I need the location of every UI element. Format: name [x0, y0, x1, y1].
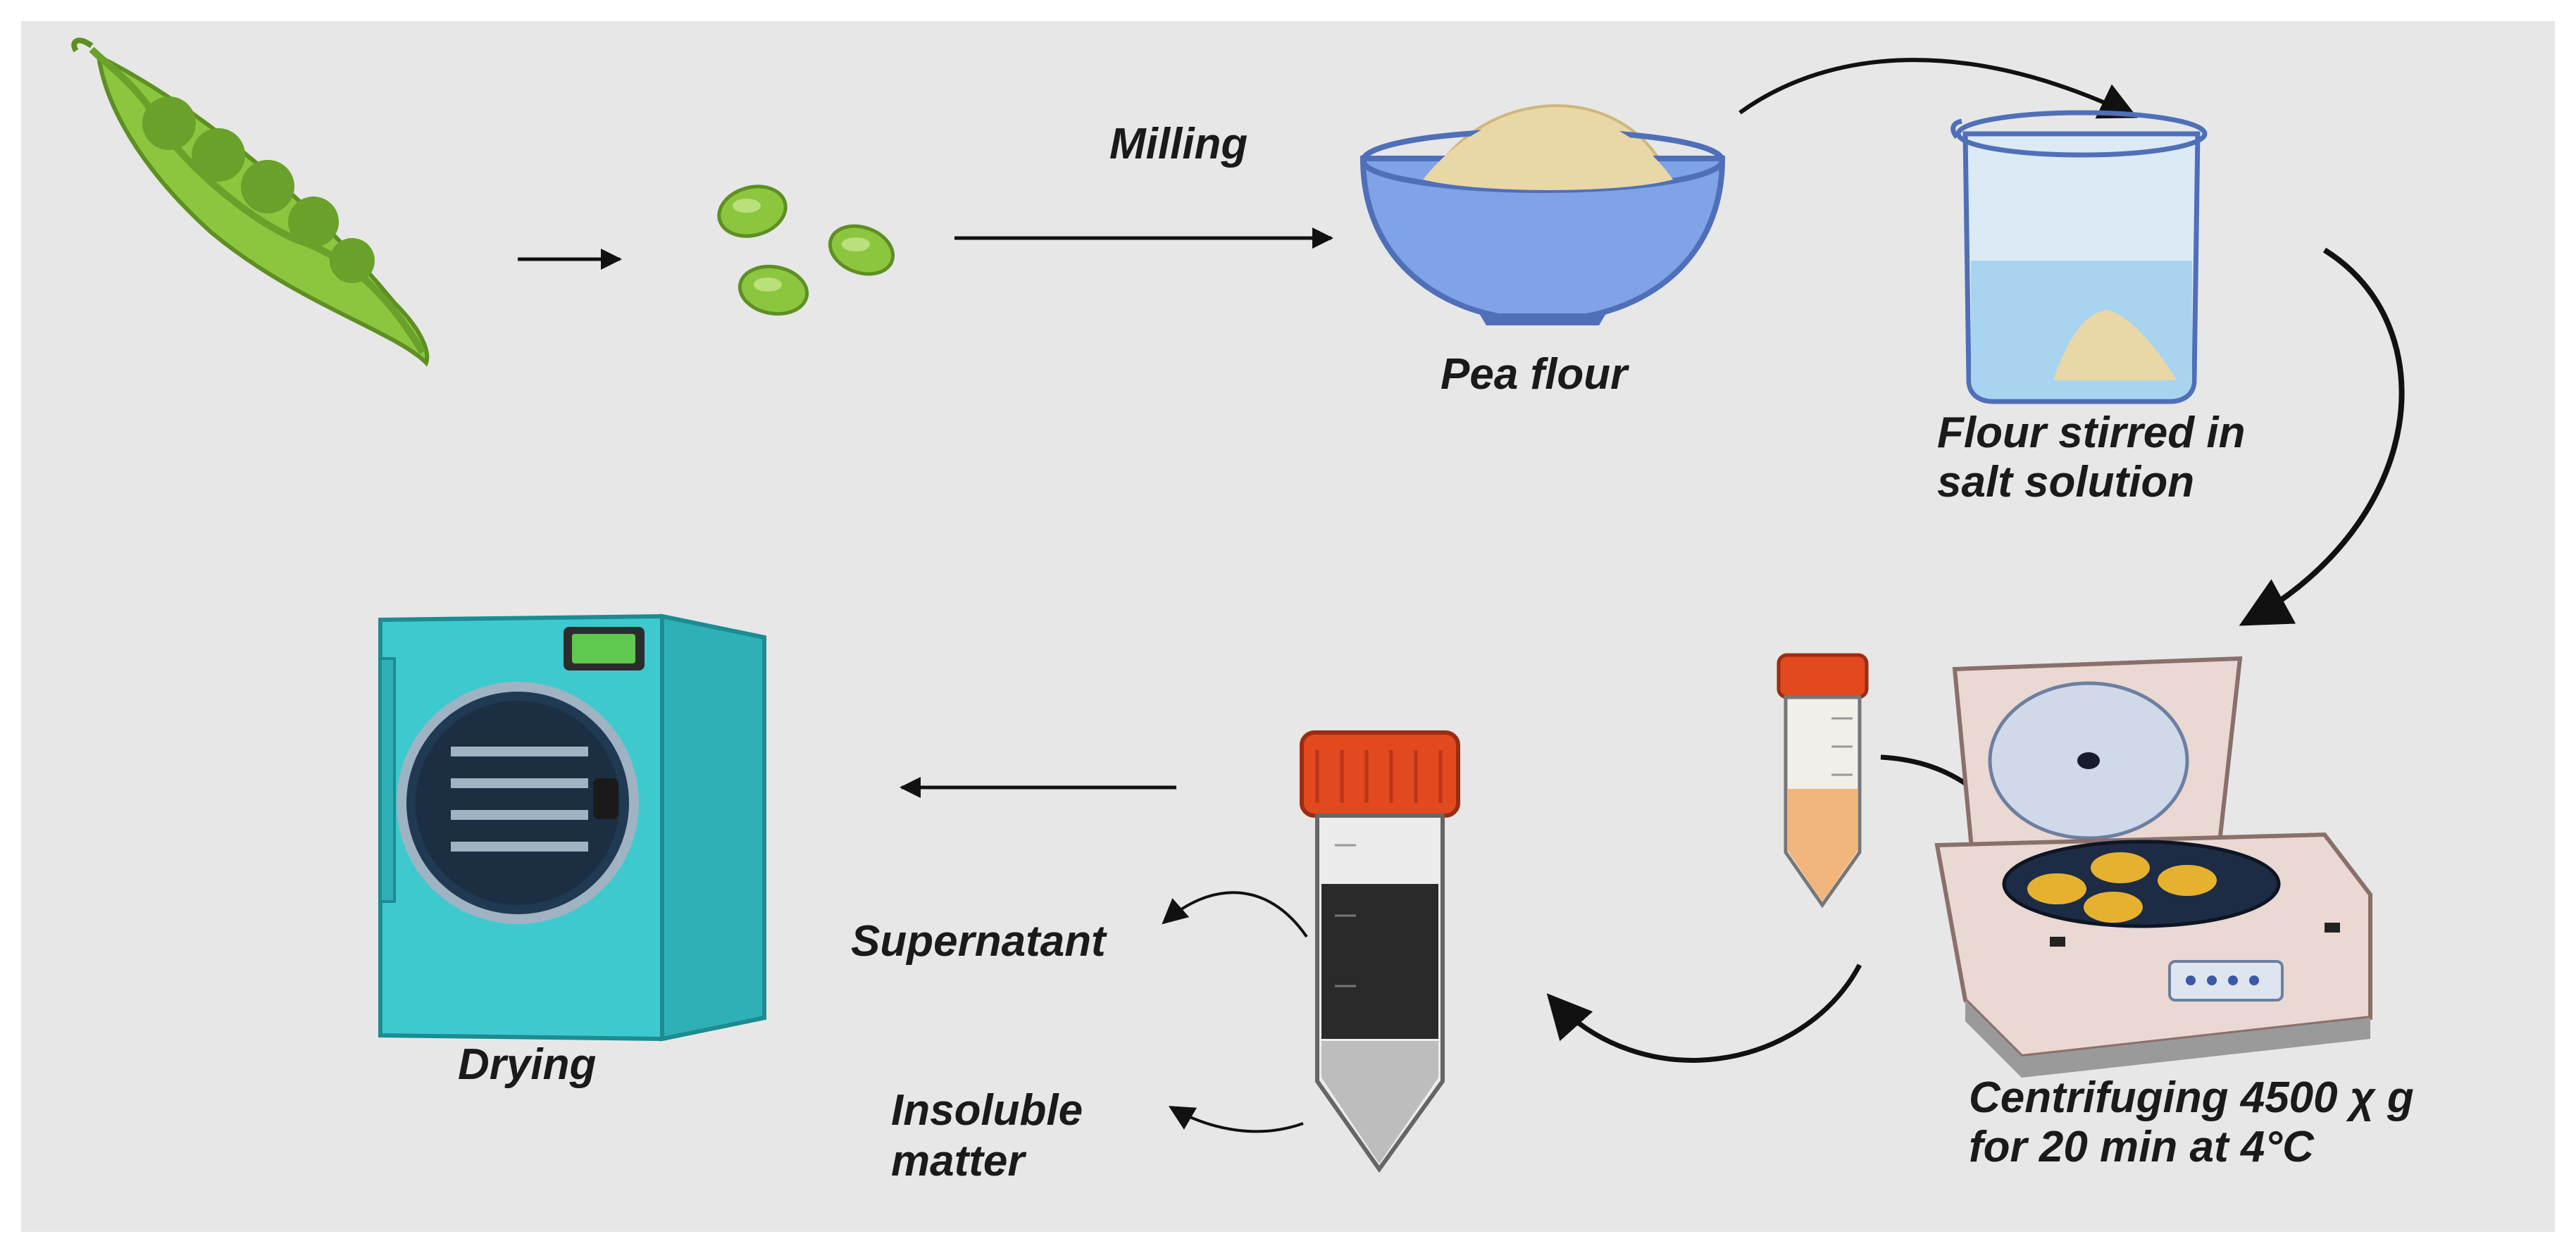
arrow-centrifuge-to-tube [1546, 964, 1862, 1063]
label-centrifuging-line1: Centrifuging 4500 χ g [1969, 1073, 2414, 1122]
bowl-icon [1359, 104, 1726, 325]
label-insoluble-line2: matter [891, 1137, 1025, 1185]
label-milling: Milling [1109, 120, 1248, 168]
freeze-dryer-icon [378, 613, 766, 1042]
peas-icon [717, 185, 895, 316]
label-supernatant: Supernatant [851, 917, 1106, 966]
arrow-beaker-to-centrifuge [2239, 247, 2405, 626]
label-centrifuging-line2: for 20 min at 4°C [1969, 1123, 2314, 1171]
beaker-icon [1950, 110, 2208, 404]
arrow-to-supernatant [1162, 891, 1308, 938]
label-pea-flour: Pea flour [1441, 350, 1628, 399]
label-flour-stirred-line1: Flour stirred in [1937, 409, 2246, 457]
arrow-bowl-to-beaker [1738, 58, 2138, 119]
label-insoluble-line1: Insoluble [891, 1086, 1083, 1135]
arrow-to-insoluble [1168, 1106, 1304, 1133]
label-flour-stirred-line2: salt solution [1937, 458, 2195, 506]
centrifuge-icon [1934, 656, 2372, 1078]
conical-tube-icon [1777, 653, 1869, 909]
pea-pod-icon [71, 37, 430, 367]
label-drying: Drying [458, 1040, 597, 1089]
falcon-tube-icon [1300, 730, 1460, 1173]
